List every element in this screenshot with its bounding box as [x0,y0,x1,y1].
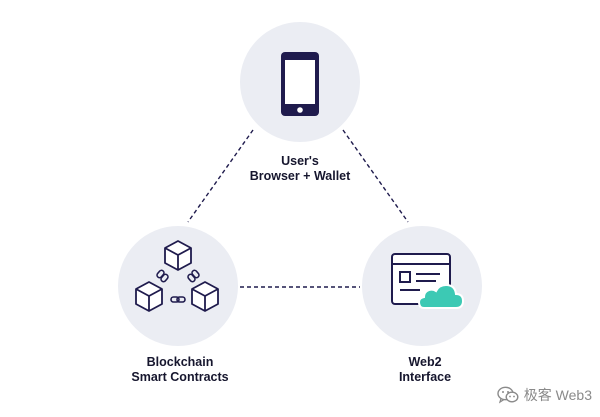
web2-node-label: Web2 Interface [340,355,510,385]
blockchain-node-label-line1: Blockchain [146,355,214,369]
user-node-label-line2: Browser + Wallet [249,169,351,183]
watermark: 极客 Web3 [497,384,592,406]
user-node-label-line1: User's [281,154,319,168]
blockchain-node-circle [118,226,238,346]
connector-user-web2 [342,129,409,223]
web2-node-label-line2: Interface [398,370,452,384]
cube-right-icon [191,281,219,312]
cube-left-icon [135,281,163,312]
cube-top-icon [164,240,192,271]
chain-link-icon [156,269,200,303]
cloud-icon [417,283,465,309]
smartphone-icon [281,52,319,116]
web2-node-label-line1: Web2 [408,355,442,369]
user-node-label: User's Browser + Wallet [215,154,385,184]
chained-blocks-icon [135,240,219,312]
web-window-cloud-icon [391,253,465,309]
watermark-text: 极客 Web3 [523,387,592,403]
connector-user-blockchain [187,129,254,223]
blockchain-node-label: Blockchain Smart Contracts [95,355,265,385]
wechat-icon [497,386,519,404]
blockchain-node-label-line2: Smart Contracts [131,370,229,384]
